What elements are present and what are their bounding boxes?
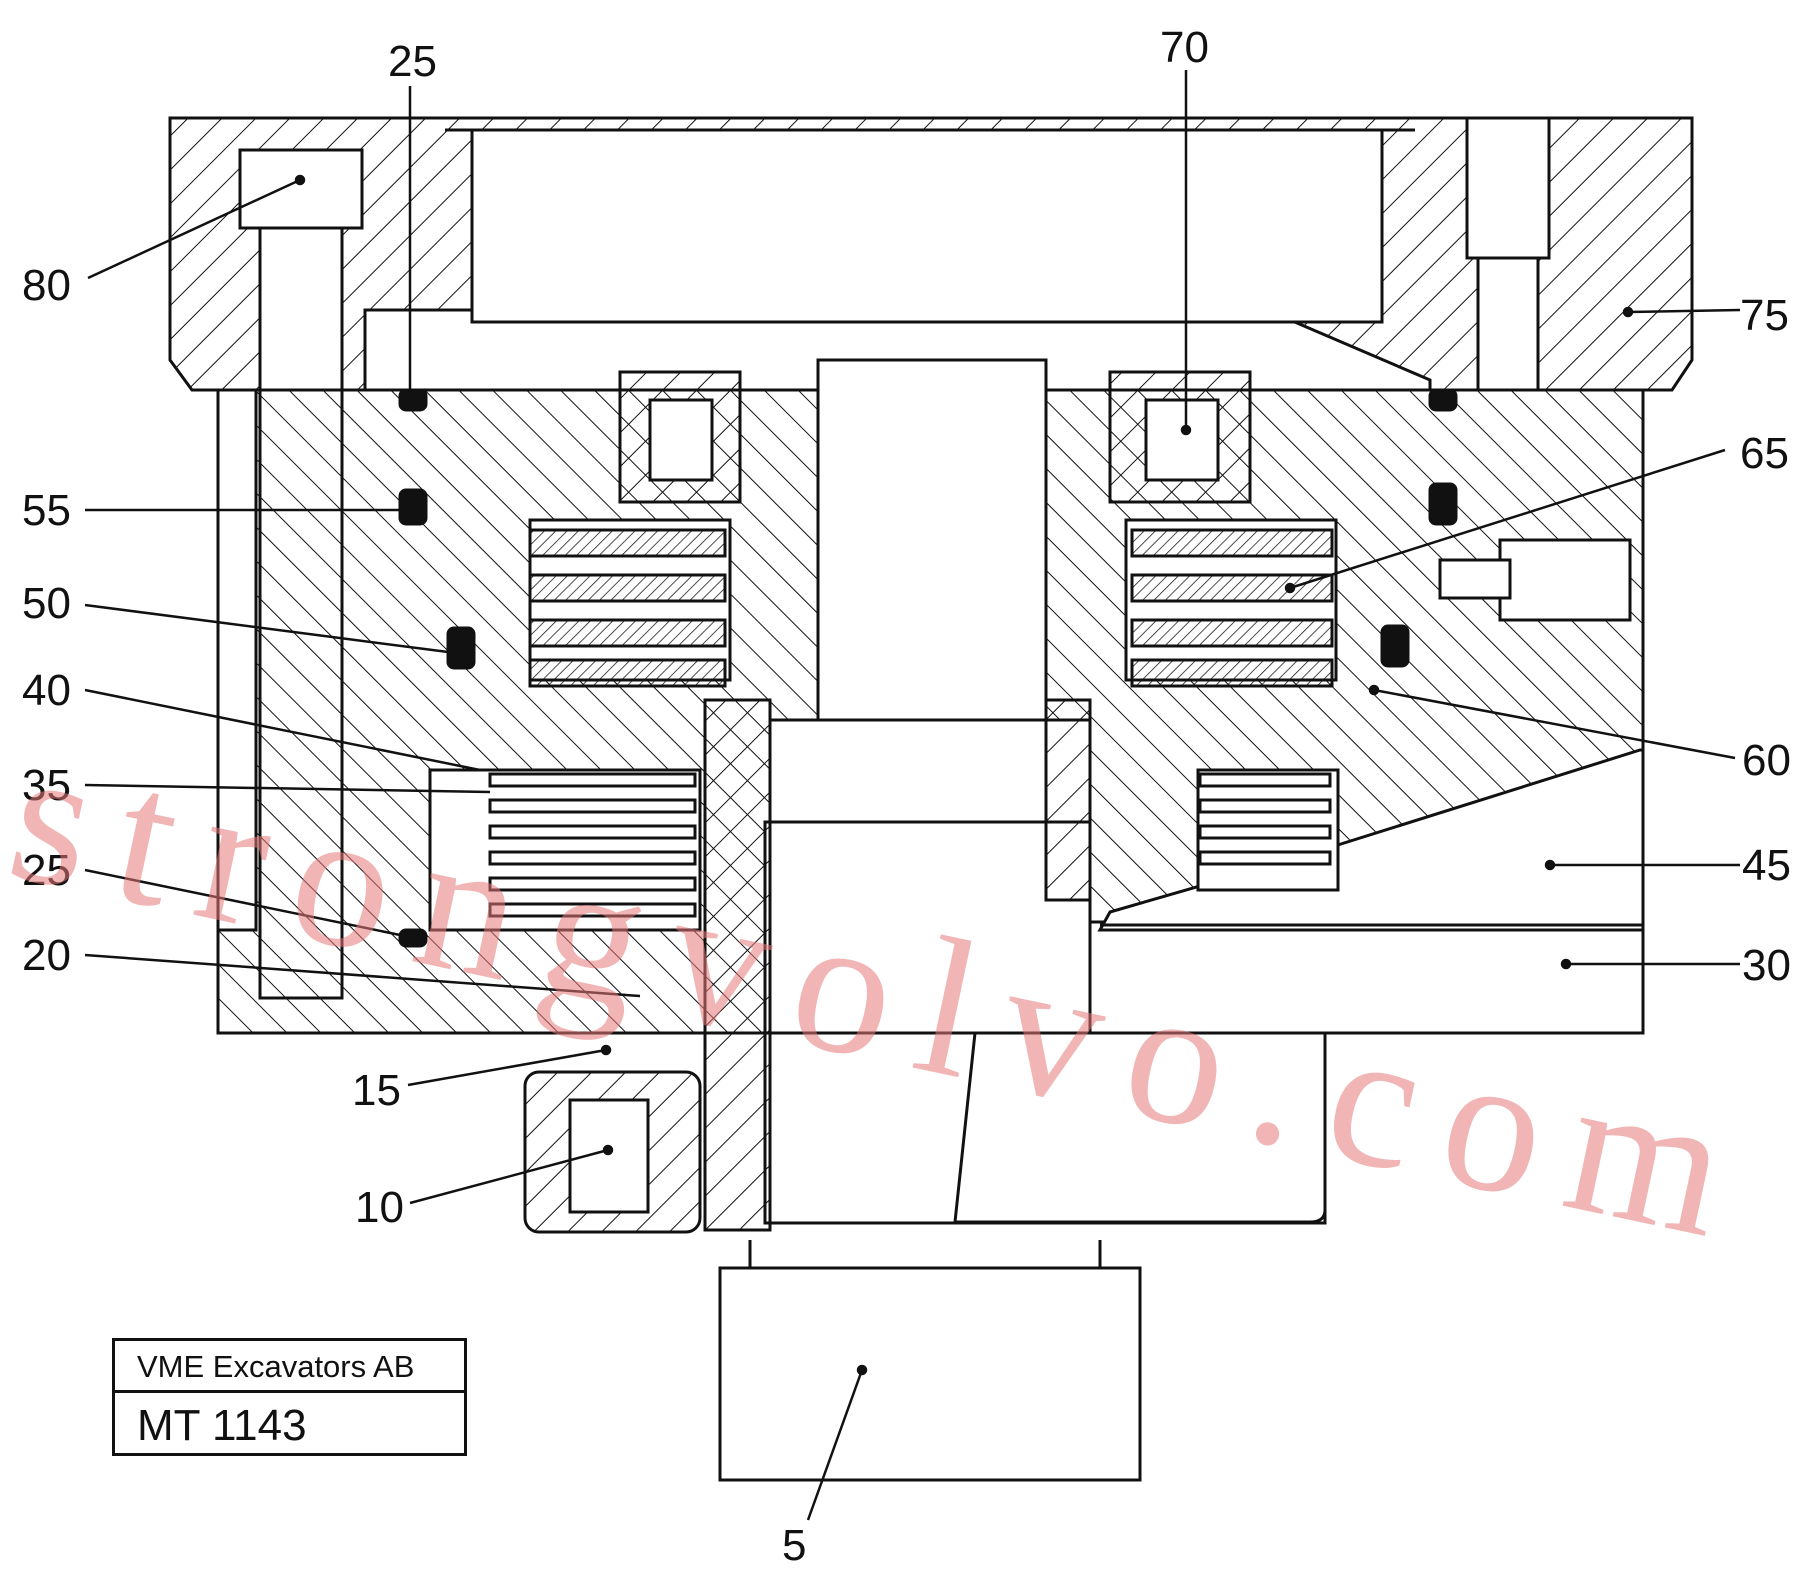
callout-label: 25 (388, 37, 437, 86)
callout-label: 15 (352, 1066, 401, 1115)
callout-label: 70 (1160, 23, 1209, 72)
callout-label: 5 (782, 1521, 806, 1570)
title-block-code: MT 1143 (137, 1401, 307, 1450)
callout-label: 55 (22, 486, 71, 535)
callout-label: 80 (22, 261, 71, 310)
title-block-company: VME Excavators AB (115, 1341, 464, 1393)
body-outline (168, 116, 1694, 1482)
callout-label: 25 (22, 846, 71, 895)
title-block: VME Excavators AB MT 1143 (112, 1338, 467, 1456)
callout-label: 50 (22, 579, 71, 628)
callout-label: 60 (1742, 736, 1791, 785)
callout-labels: 25 70 80 75 65 55 50 40 35 25 20 15 10 6… (22, 23, 1791, 1570)
leader-lines (84, 70, 1741, 1521)
callout-label: 20 (22, 931, 71, 980)
callout-label: 40 (22, 666, 71, 715)
callout-label: 30 (1742, 941, 1791, 990)
callout-label: 35 (22, 761, 71, 810)
callout-label: 10 (355, 1183, 404, 1232)
callout-label: 75 (1740, 291, 1789, 340)
callout-label: 45 (1742, 841, 1791, 890)
callout-label: 65 (1740, 429, 1789, 478)
